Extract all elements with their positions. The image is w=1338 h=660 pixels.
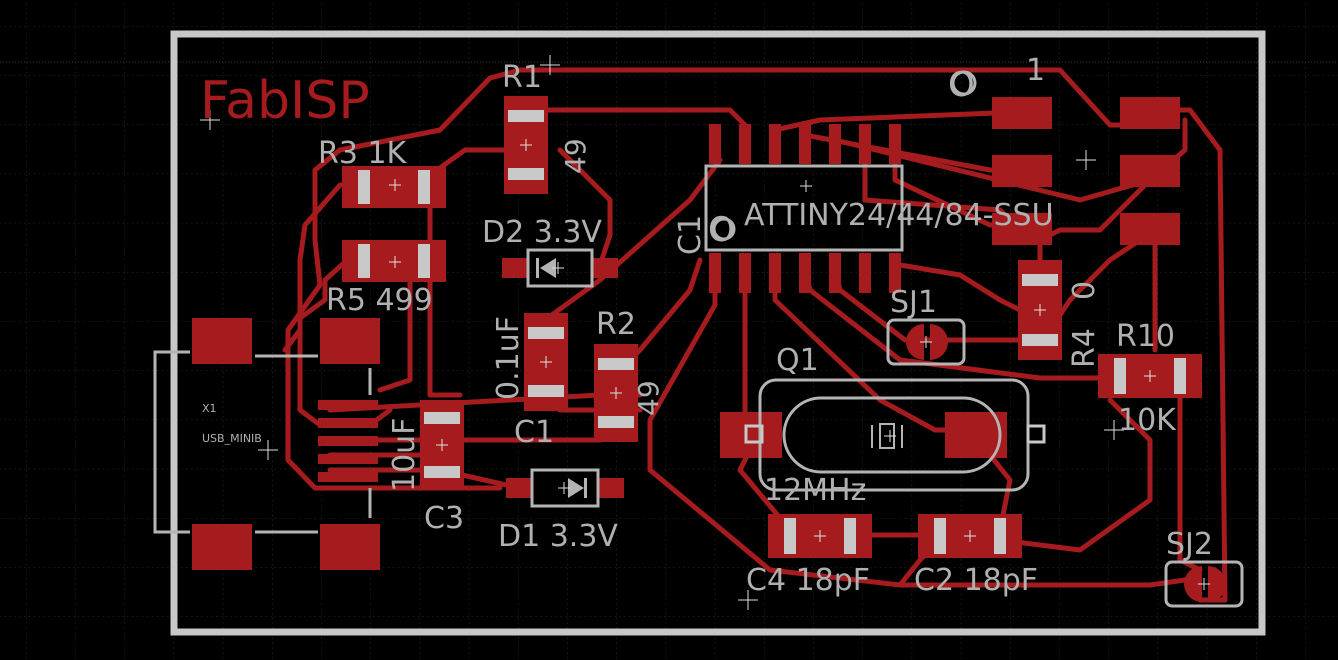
board-outline [170,30,1266,636]
x1-label: X1 [202,402,217,415]
header-o-label: O [948,65,975,105]
r1-value-label: 49 [559,138,592,174]
crystal-pad-edges [744,424,1046,444]
sj2-label: SJ2 [1166,527,1213,562]
d1-label: D1 3.3V [498,519,618,554]
r2-label: R2 [596,307,636,342]
r1-label: R1 [502,60,542,95]
c1-chip-label: C1 [673,215,708,255]
diode-symbols [536,258,587,498]
ic-pin1-marker-label: O [708,210,735,250]
r10-label: R10 [1116,319,1175,354]
q1-value-label: 12MHz [764,473,866,508]
origin-markers [200,55,1210,610]
c3-label: C3 [424,501,464,536]
q1-label: Q1 [776,343,819,378]
c2-label: C2 18pF [914,563,1038,598]
ic-label: ATTINY24/44/84-SSU [744,198,1054,233]
d2-label: D2 3.3V [482,215,602,250]
x1-value-label: USB_MINIB [202,432,262,445]
c1-label: C1 [514,415,554,450]
silkscreen-labels: FabISP R1 49 R3 1K R5 499 D2 3.3V C1 ATT… [200,53,1213,598]
copper-pads [192,97,1180,570]
solder-jumper-pads [906,324,1226,602]
smd-components [342,96,1202,558]
sj1-label: SJ1 [890,285,937,320]
silkscreen [153,70,1244,608]
c3-value-label: 10uF [387,418,422,492]
r10-value-label: 10K [1118,403,1177,438]
c4-label: C4 18pF [746,563,870,598]
r4-label: R4 [1067,328,1102,368]
header-pin-label: 1 [1026,53,1045,88]
r4-value-label: 0 [1067,281,1102,300]
c1-value-label: 0.1uF [491,316,526,400]
r5-label: R5 499 [326,283,433,318]
r2-value-label: 49 [632,380,665,416]
r3-label: R3 1K [318,136,408,171]
board-title: FabISP [200,71,370,131]
